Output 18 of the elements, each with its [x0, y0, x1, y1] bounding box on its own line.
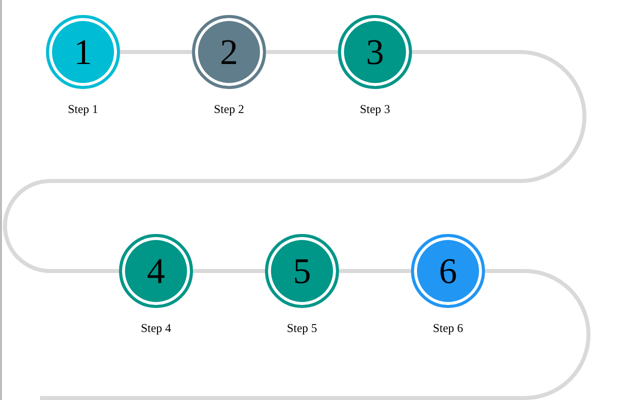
connector-path: [120, 50, 192, 54]
step-label: Step 6: [432, 322, 464, 334]
connector-path: [3, 50, 586, 273]
step-number: 1: [74, 34, 92, 70]
step-label: Step 2: [212, 103, 246, 115]
connector-path: [266, 50, 338, 54]
step-number: 6: [439, 253, 457, 289]
step-label: Step 3: [358, 103, 392, 115]
step-number: 2: [220, 34, 238, 70]
step-label: Step 4: [140, 322, 172, 334]
connector-path: [40, 269, 590, 400]
connector-path: [193, 269, 265, 273]
step-label: Step 1: [66, 103, 100, 115]
step-label: Step 5: [286, 322, 318, 334]
connector-path: [339, 269, 411, 273]
step-number: 3: [366, 34, 384, 70]
step-number: 5: [293, 253, 311, 289]
step-number: 4: [147, 253, 165, 289]
